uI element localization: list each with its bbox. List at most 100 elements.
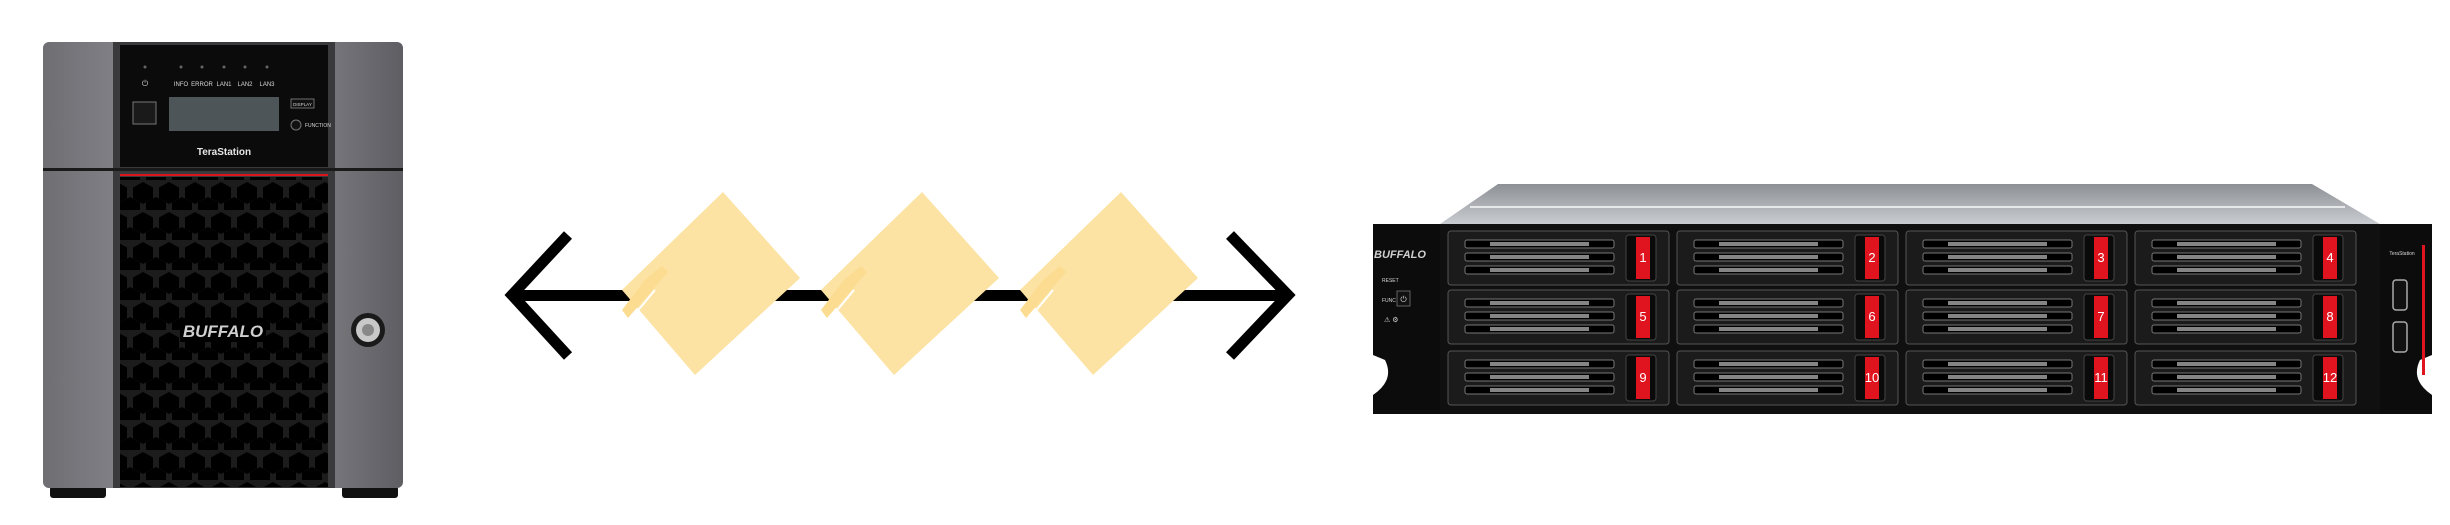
bay-number: 6 — [1868, 309, 1875, 324]
usb-port[interactable] — [2392, 279, 2408, 311]
bay-number: 1 — [1639, 250, 1646, 265]
transfer-arrow — [504, 192, 1296, 375]
tray-vent-highlight — [1490, 242, 1589, 246]
chassis-top — [1440, 184, 2380, 224]
func-button[interactable] — [1396, 290, 1411, 307]
drive-bay[interactable]: 6 — [1676, 289, 1899, 345]
drive-bay[interactable]: 11 — [1905, 350, 2128, 406]
bay-number: 2 — [1868, 250, 1875, 265]
drive-bay[interactable]: 12 — [2134, 350, 2357, 406]
bay-number-tag — [2323, 357, 2337, 399]
power-icon: ⏻ — [142, 79, 149, 88]
bay-number-tag — [2094, 237, 2108, 279]
tray-vent-highlight — [1948, 375, 2047, 379]
drive-bay[interactable]: 8 — [2134, 289, 2357, 345]
right-rack-ear — [2380, 224, 2432, 414]
bay-number: 10 — [1865, 370, 1879, 385]
display-button-label: DISPLAY — [293, 102, 312, 107]
folder-icon — [821, 192, 999, 375]
bay-number-tag — [2094, 296, 2108, 338]
tray-vent-highlight — [1719, 268, 1818, 272]
drive-bay[interactable]: 7 — [1905, 289, 2128, 345]
folder-icon — [1020, 192, 1198, 375]
func-label: FUNC — [1382, 298, 1396, 304]
power-button[interactable] — [132, 101, 157, 125]
tray-vent-highlight — [2177, 301, 2276, 305]
tray-vent-highlight — [1948, 362, 2047, 366]
status-icons: ⚠ ⚙ — [1384, 316, 1399, 324]
tray-vent-highlight — [1719, 327, 1818, 331]
tray-vent-highlight — [1490, 301, 1589, 305]
tray-vent-highlight — [1719, 301, 1818, 305]
tray-vent-highlight — [1490, 268, 1589, 272]
tray-vent-highlight — [2177, 362, 2276, 366]
function-button[interactable] — [290, 119, 302, 131]
led-label-lan2: LAN2 — [237, 82, 253, 88]
usb-port[interactable] — [2392, 321, 2408, 353]
tray-vent-highlight — [1719, 255, 1818, 259]
left-rack-ear — [1373, 224, 1440, 414]
tray-vent-highlight — [2177, 268, 2276, 272]
status-leds — [143, 65, 269, 69]
tray-vent-highlight — [1948, 242, 2047, 246]
drive-bay[interactable]: 5 — [1447, 289, 1670, 345]
tray-vent-highlight — [1490, 362, 1589, 366]
tray-vent-highlight — [1948, 314, 2047, 318]
drive-bay[interactable]: 10 — [1676, 350, 1899, 406]
tray-vent-highlight — [1948, 301, 2047, 305]
tray-vent-highlight — [1948, 268, 2047, 272]
tray-vent-highlight — [1719, 375, 1818, 379]
bay-number: 8 — [2326, 309, 2333, 324]
drive-bay[interactable]: 9 — [1447, 350, 1670, 406]
tray-vent-highlight — [1948, 327, 2047, 331]
tray-vent-highlight — [1490, 314, 1589, 318]
tray-vent-highlight — [2177, 327, 2276, 331]
bay-number: 4 — [2326, 250, 2333, 265]
tray-vent-highlight — [1490, 375, 1589, 379]
tray-vent-highlight — [1490, 327, 1589, 331]
tray-vent-highlight — [2177, 314, 2276, 318]
tray-vent-highlight — [2177, 255, 2276, 259]
brand-logo: BUFFALO — [183, 322, 263, 341]
tray-vent-highlight — [2177, 242, 2276, 246]
rack-brand-logo: BUFFALO — [1374, 249, 1426, 261]
bay-number: 5 — [1639, 309, 1646, 324]
accent-stripe — [2422, 245, 2425, 375]
arrow-right-head-icon — [1226, 231, 1296, 360]
display-button[interactable] — [290, 98, 315, 109]
reset-label: RESET — [1382, 278, 1399, 284]
tray-vent-highlight — [1719, 242, 1818, 246]
tray-vent-highlight — [1948, 388, 2047, 392]
led-label-lan3: LAN3 — [259, 82, 275, 88]
desktop-nas: ⏻ INFO ERROR LAN1 LAN2 LAN3 DISPLAY FUNC… — [43, 42, 403, 498]
bay-number-tag — [1865, 237, 1879, 279]
bay-number: 12 — [2323, 370, 2337, 385]
drive-bay[interactable]: 2 — [1676, 230, 1899, 286]
rack-model-label: TeraStation — [2389, 251, 2415, 257]
foot — [50, 486, 106, 498]
tray-vent-highlight — [1719, 388, 1818, 392]
led-label-error: ERROR — [191, 82, 213, 88]
bay-number-tag — [2094, 357, 2108, 399]
led-label-info: INFO — [174, 82, 189, 88]
folder-icon — [622, 192, 800, 375]
drive-bay[interactable]: 1 — [1447, 230, 1670, 286]
bay-number-tag — [1636, 237, 1650, 279]
bay-number: 7 — [2097, 309, 2104, 324]
bay-number-tag — [1865, 296, 1879, 338]
drive-bay[interactable]: 4 — [2134, 230, 2357, 286]
tray-vent-highlight — [1490, 388, 1589, 392]
model-label: TeraStation — [197, 147, 251, 158]
tray-vent-highlight — [1719, 314, 1818, 318]
tray-vent-highlight — [2177, 388, 2276, 392]
drive-bay[interactable]: 3 — [1905, 230, 2128, 286]
tray-vent-highlight — [1948, 255, 2047, 259]
tray-vent-highlight — [1490, 255, 1589, 259]
tray-vent-highlight — [2177, 375, 2276, 379]
bay-number-tag — [1865, 357, 1879, 399]
bay-number-tag — [1636, 296, 1650, 338]
lcd-screen — [169, 97, 279, 131]
